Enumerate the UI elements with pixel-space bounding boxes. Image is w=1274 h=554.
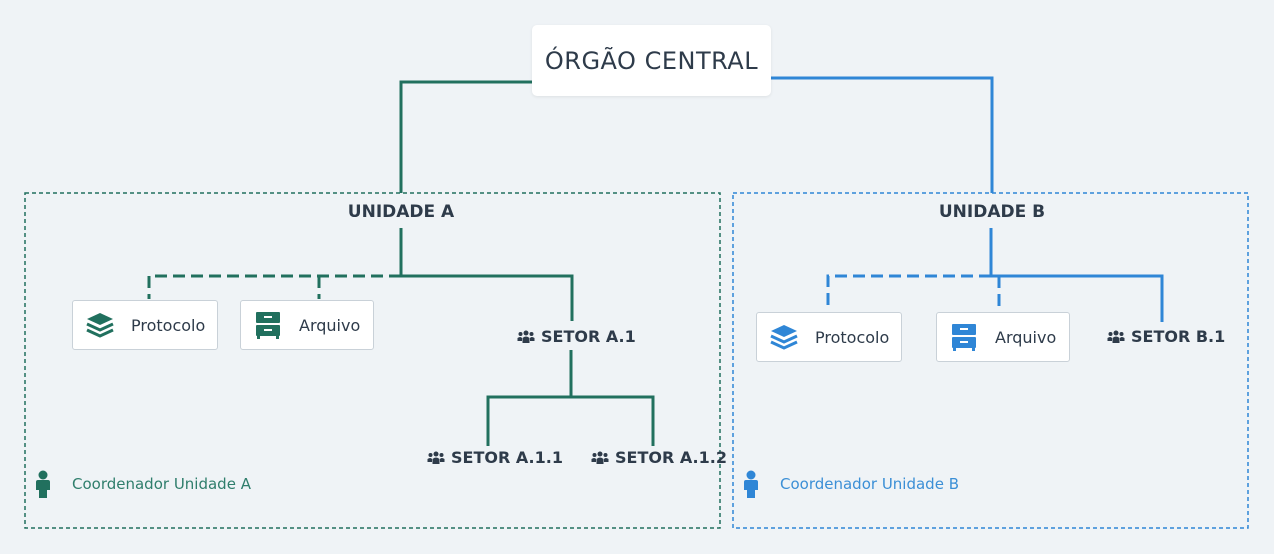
unit-b-coordinator-label: Coordenador Unidade B <box>780 475 959 493</box>
setor-a12-label: SETOR A.1.2 <box>615 448 727 467</box>
people-group-icon <box>591 451 609 465</box>
layers-icon <box>85 310 115 340</box>
file-cabinet-icon <box>253 310 283 340</box>
person-icon <box>34 470 52 498</box>
unit-a-protocolo-label: Protocolo <box>131 315 206 335</box>
unit-a-arquivo-card[interactable]: Arquivo <box>240 300 374 350</box>
connector-unit-b-support <box>826 274 1001 311</box>
unit-b-protocolo-card[interactable]: Protocolo <box>756 312 902 362</box>
setor-a11-node[interactable]: SETOR A.1.1 <box>427 448 563 467</box>
unit-b-protocolo-label: Protocolo <box>815 327 890 347</box>
unit-a-boundary <box>24 192 721 529</box>
connector-unit-a-down <box>399 228 574 321</box>
connector-central-unit-a <box>399 80 532 193</box>
unit-a-protocolo-card[interactable]: Protocolo <box>72 300 218 350</box>
people-group-icon <box>1107 330 1125 344</box>
unit-a-title: UNIDADE A <box>347 202 455 222</box>
connector-central-unit-b <box>771 76 994 193</box>
unit-b-arquivo-label: Arquivo <box>995 327 1057 347</box>
setor-a12-node[interactable]: SETOR A.1.2 <box>591 448 727 467</box>
central-title: ÓRGÃO CENTRAL <box>544 46 759 75</box>
unit-b-title: UNIDADE B <box>938 202 1046 222</box>
unit-b-boundary <box>732 192 1249 529</box>
setor-b1-node[interactable]: SETOR B.1 <box>1107 327 1225 346</box>
connector-unit-b-down <box>989 228 1164 322</box>
central-node[interactable]: ÓRGÃO CENTRAL <box>532 25 771 96</box>
setor-b1-label: SETOR B.1 <box>1131 327 1226 346</box>
unit-b-arquivo-card[interactable]: Arquivo <box>936 312 1070 362</box>
unit-a-coordinator[interactable]: Coordenador Unidade A <box>34 470 251 498</box>
file-cabinet-icon <box>949 322 979 352</box>
person-icon <box>742 470 760 498</box>
people-group-icon <box>427 451 445 465</box>
layers-icon <box>769 322 799 352</box>
people-group-icon <box>517 330 535 344</box>
setor-a11-label: SETOR A.1.1 <box>451 448 563 467</box>
connector-setor-a1-children <box>486 350 655 446</box>
connector-unit-a-support <box>147 274 401 299</box>
unit-b-coordinator[interactable]: Coordenador Unidade B <box>742 470 959 498</box>
unit-a-arquivo-label: Arquivo <box>299 315 361 335</box>
setor-a1-node[interactable]: SETOR A.1 <box>517 327 636 346</box>
unit-a-coordinator-label: Coordenador Unidade A <box>72 475 251 493</box>
setor-a1-label: SETOR A.1 <box>541 327 636 346</box>
